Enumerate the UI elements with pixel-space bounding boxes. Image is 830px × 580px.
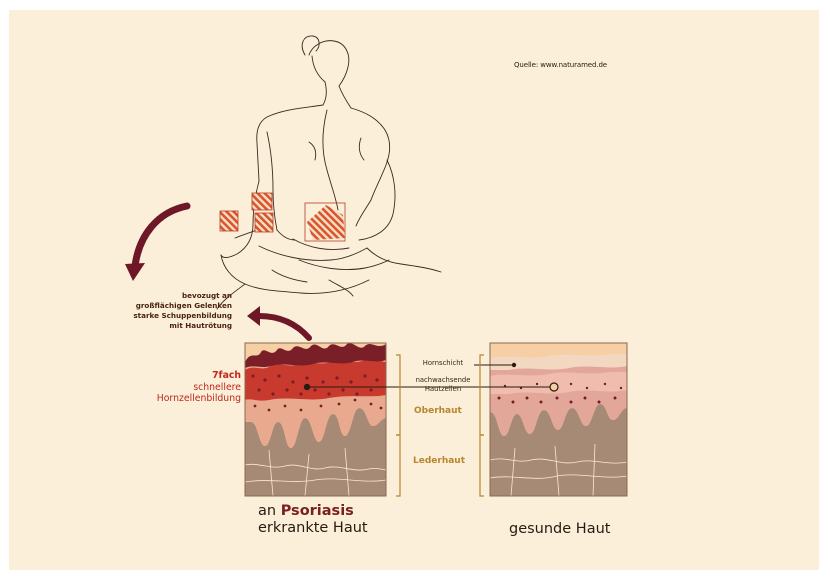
healthy-cells-marker — [550, 383, 558, 391]
caption-psoriasis-bold: Psoriasis — [281, 503, 354, 519]
label-hornschicht: Hornschicht — [412, 359, 474, 367]
caption-prefix: an — [258, 503, 281, 519]
woman-figure-drawing — [217, 36, 441, 309]
label-oberhaut: Oberhaut — [414, 406, 462, 416]
hornschicht-marker — [512, 363, 516, 367]
psoriasis-patches — [220, 193, 345, 241]
psoriasis-cells-marker — [304, 384, 310, 390]
diagram-graphics — [9, 10, 819, 570]
caption-psoriasis-line2: erkrankte Haut — [258, 520, 368, 537]
fast-line: schnellere — [129, 382, 241, 394]
healthy-skin-section — [490, 343, 627, 496]
psoriasis-skin-section — [245, 343, 386, 496]
label-nachwachsende-1: nachwachsende — [416, 376, 471, 385]
note-line: bevozugt an — [112, 291, 232, 301]
source-credit: Quelle: www.naturamed.de — [514, 61, 607, 69]
fast-line: 7fach — [129, 370, 241, 382]
diagram-canvas: Quelle: www.naturamed.de bevozugt an gro… — [9, 10, 819, 570]
label-lederhaut: Lederhaut — [413, 456, 465, 466]
note-line: starke Schuppenbildung — [112, 311, 232, 321]
note-line: mit Hautrötung — [112, 321, 232, 331]
note-text: bevozugt an großflächigen Gelenken stark… — [112, 291, 232, 331]
caption-psoriasis-line1: an Psoriasis — [258, 503, 368, 520]
cell-growth-note: 7fach schnellere Hornzellenbildung — [129, 370, 241, 405]
note-line: großflächigen Gelenken — [112, 301, 232, 311]
fast-line: Hornzellenbildung — [129, 393, 241, 405]
caption-healthy: gesunde Haut — [509, 521, 610, 538]
label-nachwachsende: nachwachsende Hautzellen — [405, 376, 481, 394]
label-nachwachsende-2: Hautzellen — [405, 385, 481, 394]
caption-psoriasis: an Psoriasis erkrankte Haut — [258, 503, 368, 537]
